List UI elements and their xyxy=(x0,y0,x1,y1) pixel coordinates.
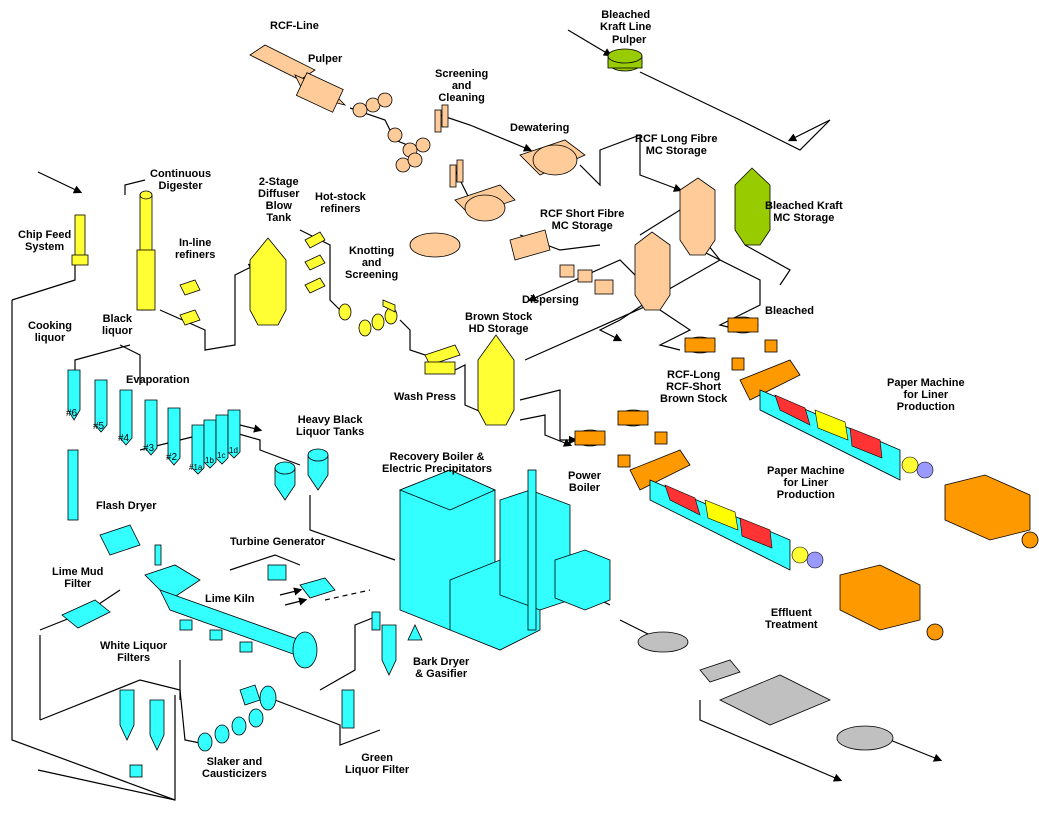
evaporator-number-5: #5 xyxy=(93,421,104,432)
rcf-long-fibre-storage xyxy=(680,178,715,255)
label-pulper: Pulper xyxy=(308,53,342,65)
label-dewatering: Dewatering xyxy=(510,122,569,134)
hot-stock-refiners xyxy=(305,232,325,293)
lime-kiln xyxy=(145,565,317,668)
knotting-screens xyxy=(339,300,397,336)
continuous-digester xyxy=(137,191,155,310)
rcf-dispersing xyxy=(560,265,613,294)
evaporator-number-2: #2 xyxy=(166,452,177,463)
bleached-kraft-pulper xyxy=(608,49,642,71)
label-lime-kiln: Lime Kiln xyxy=(205,593,255,605)
heavy-black-liquor-tanks xyxy=(275,449,328,500)
inline-refiners xyxy=(180,280,200,325)
rcf-screens xyxy=(353,93,463,187)
label-flash-dryer: Flash Dryer xyxy=(96,500,157,512)
wash-press xyxy=(425,345,460,374)
label-bk-pulper: Pulper xyxy=(612,34,646,46)
label-bark-dryer: Bark Dryer& Gasifier xyxy=(413,656,469,680)
label-bleached: Bleached xyxy=(765,305,814,317)
effluent-treatment xyxy=(638,632,893,750)
evaporator-number-1a: #1a xyxy=(189,463,202,472)
chip-feed-system xyxy=(72,215,88,265)
evaporator-number-3: #3 xyxy=(143,443,154,454)
label-recovery-boiler: Recovery Boiler &Electric Precipitators xyxy=(382,451,492,475)
blow-tank xyxy=(250,238,286,325)
evaporator-number-1b: 1b xyxy=(205,456,214,465)
label-dispersing: Dispersing xyxy=(522,294,579,306)
slaker-causticizers xyxy=(198,685,276,751)
label-rcf-line: RCF-Line xyxy=(270,20,319,32)
evaporator-number-6: #6 xyxy=(66,408,77,419)
brown-stock-storage xyxy=(478,335,514,425)
rcf-short-fibre-storage xyxy=(635,232,670,310)
white-liquor-filters xyxy=(120,690,164,777)
lime-mud-filter xyxy=(62,600,110,628)
label-wash-press: Wash Press xyxy=(394,391,456,403)
turbine-generator xyxy=(268,565,335,598)
evaporator-number-1c: 1c xyxy=(217,451,225,460)
paper-machine-1 xyxy=(685,317,1038,548)
label-turbine-generator: Turbine Generator xyxy=(230,536,325,548)
label-evaporation: Evaporation xyxy=(126,374,190,386)
rcf-dewatering xyxy=(410,140,585,260)
evaporator-number-1d: 1d xyxy=(229,446,238,455)
evaporator-number-4: #4 xyxy=(118,433,129,444)
